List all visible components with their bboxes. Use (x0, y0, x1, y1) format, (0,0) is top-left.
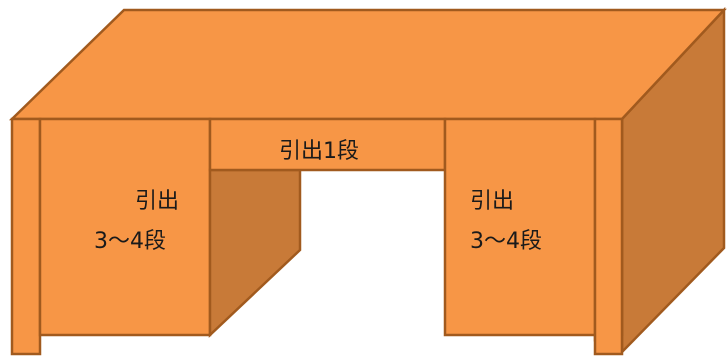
left-pedestal-front (38, 117, 212, 337)
left-pedestal-label-line2: 3～4段 (94, 229, 166, 254)
right-pedestal-label-line2: 3～4段 (470, 229, 542, 254)
center-drawer (208, 117, 447, 172)
left-outer-leg (10, 117, 42, 356)
center-drawer-label: 引出1段 (279, 139, 359, 164)
right-pedestal-label-line1: 引出 (470, 189, 515, 214)
left-pedestal-label-line1: 引出 (135, 189, 180, 214)
left-pedestal-inner-side (208, 168, 302, 338)
desk-top-surface (8, 8, 727, 121)
right-outer-leg (593, 117, 624, 356)
